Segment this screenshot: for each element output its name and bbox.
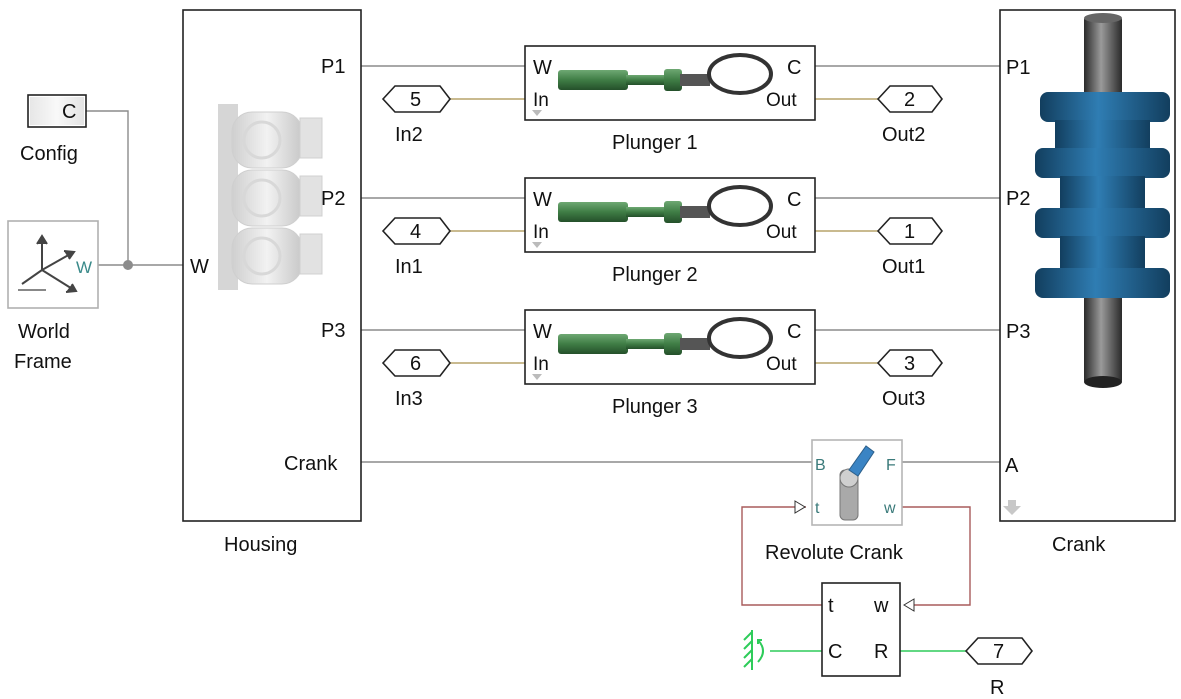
plunger-1-block[interactable]: W In C Out bbox=[524, 45, 816, 121]
in-tag-6-number: 6 bbox=[410, 353, 421, 375]
out-tag-1[interactable]: 1 bbox=[876, 217, 944, 245]
world-frame-block[interactable]: W bbox=[7, 220, 99, 309]
plunger-2-port-in: In bbox=[533, 222, 549, 243]
input-arrow-icon bbox=[903, 598, 915, 612]
out-tag-3-label: Out3 bbox=[882, 388, 925, 410]
mechanical-ground-icon bbox=[743, 630, 764, 670]
down-arrow-icon bbox=[532, 110, 542, 116]
revolute-port-w: w bbox=[883, 500, 896, 517]
in-tag-4-number: 4 bbox=[410, 221, 421, 243]
plunger-3-port-in: In bbox=[533, 354, 549, 375]
in-tag-6[interactable]: 6 bbox=[381, 349, 452, 377]
down-arrow-icon bbox=[1003, 500, 1021, 515]
down-arrow-icon bbox=[532, 374, 542, 380]
housing-block[interactable]: W P1 P2 P3 Crank bbox=[182, 9, 362, 522]
plunger-1-port-w: W bbox=[533, 57, 552, 79]
crankshaft-image bbox=[1035, 13, 1170, 388]
out-tag-3[interactable]: 3 bbox=[876, 349, 944, 377]
input-arrow-icon bbox=[794, 500, 806, 514]
in-tag-6-label: In3 bbox=[395, 388, 423, 410]
housing-image bbox=[218, 104, 323, 290]
crank-port-p2: P2 bbox=[1006, 188, 1030, 210]
config-label: Config bbox=[20, 143, 78, 165]
down-arrow-icon bbox=[532, 242, 542, 248]
controller-block[interactable]: t w C R bbox=[821, 582, 915, 677]
housing-port-crank: Crank bbox=[284, 453, 338, 475]
revolute-joint-icon bbox=[839, 445, 875, 521]
plunger-1-port-in: In bbox=[533, 90, 549, 111]
world-port-label: W bbox=[76, 258, 92, 277]
controller-port-c: C bbox=[828, 641, 842, 663]
plunger-1-port-out: Out bbox=[766, 90, 797, 111]
controller-port-w: w bbox=[873, 595, 889, 617]
housing-label: Housing bbox=[224, 534, 297, 556]
plunger-2-port-c: C bbox=[787, 189, 801, 211]
out-tag-3-number: 3 bbox=[904, 353, 915, 375]
in-tag-5-number: 5 bbox=[410, 89, 421, 111]
revolute-port-f: F bbox=[886, 457, 896, 474]
plunger-1-label: Plunger 1 bbox=[612, 132, 698, 154]
plunger-3-block[interactable]: W In C Out bbox=[524, 309, 816, 385]
junction-dot bbox=[123, 260, 133, 270]
plunger-icon bbox=[558, 185, 773, 227]
plunger-3-port-c: C bbox=[787, 321, 801, 343]
wire-torque[interactable] bbox=[741, 506, 822, 606]
crank-label: Crank bbox=[1052, 534, 1106, 556]
r-tag-label: R bbox=[990, 677, 1004, 699]
plunger-2-label: Plunger 2 bbox=[612, 264, 698, 286]
config-port-label: C bbox=[62, 101, 76, 123]
plunger-3-port-w: W bbox=[533, 321, 552, 343]
r-tag-number: 7 bbox=[993, 641, 1004, 663]
revolute-port-t: t bbox=[815, 500, 820, 517]
plunger-icon bbox=[558, 317, 773, 359]
housing-port-w: W bbox=[190, 256, 209, 278]
plunger-2-port-out: Out bbox=[766, 222, 797, 243]
plunger-3-label: Plunger 3 bbox=[612, 396, 698, 418]
world-frame-label-2: Frame bbox=[14, 351, 72, 373]
housing-port-p3: P3 bbox=[321, 320, 345, 342]
wire-config[interactable] bbox=[86, 110, 129, 265]
plunger-2-port-w: W bbox=[533, 189, 552, 211]
plunger-icon bbox=[558, 53, 773, 95]
in-tag-4[interactable]: 4 bbox=[381, 217, 452, 245]
crank-port-p3: P3 bbox=[1006, 321, 1030, 343]
controller-port-t: t bbox=[828, 595, 834, 617]
revolute-crank-label: Revolute Crank bbox=[765, 542, 904, 564]
crank-port-p1: P1 bbox=[1006, 57, 1030, 79]
revolute-port-b: B bbox=[815, 457, 826, 474]
world-frame-label-1: World bbox=[18, 321, 70, 343]
crank-block[interactable]: P1 P2 P3 A bbox=[999, 9, 1176, 522]
in-tag-5-label: In2 bbox=[395, 124, 423, 146]
out-tag-1-number: 1 bbox=[904, 221, 915, 243]
plunger-3-port-out: Out bbox=[766, 354, 797, 375]
out-tag-1-label: Out1 bbox=[882, 256, 925, 278]
controller-port-r: R bbox=[874, 641, 888, 663]
crank-port-a: A bbox=[1005, 455, 1019, 477]
out-tag-2[interactable]: 2 bbox=[876, 85, 944, 113]
wire-speed[interactable] bbox=[902, 506, 971, 606]
in-tag-4-label: In1 bbox=[395, 256, 423, 278]
housing-port-p2: P2 bbox=[321, 188, 345, 210]
revolute-crank-block[interactable]: B F t w bbox=[794, 439, 903, 526]
in-tag-5[interactable]: 5 bbox=[381, 85, 452, 113]
plunger-1-port-c: C bbox=[787, 57, 801, 79]
r-tag[interactable]: 7 bbox=[964, 637, 1034, 665]
plunger-2-block[interactable]: W In C Out bbox=[524, 177, 816, 253]
housing-port-p1: P1 bbox=[321, 56, 345, 78]
out-tag-2-label: Out2 bbox=[882, 124, 925, 146]
config-block[interactable]: C bbox=[27, 94, 87, 128]
out-tag-2-number: 2 bbox=[904, 89, 915, 111]
axes-icon bbox=[18, 234, 78, 293]
